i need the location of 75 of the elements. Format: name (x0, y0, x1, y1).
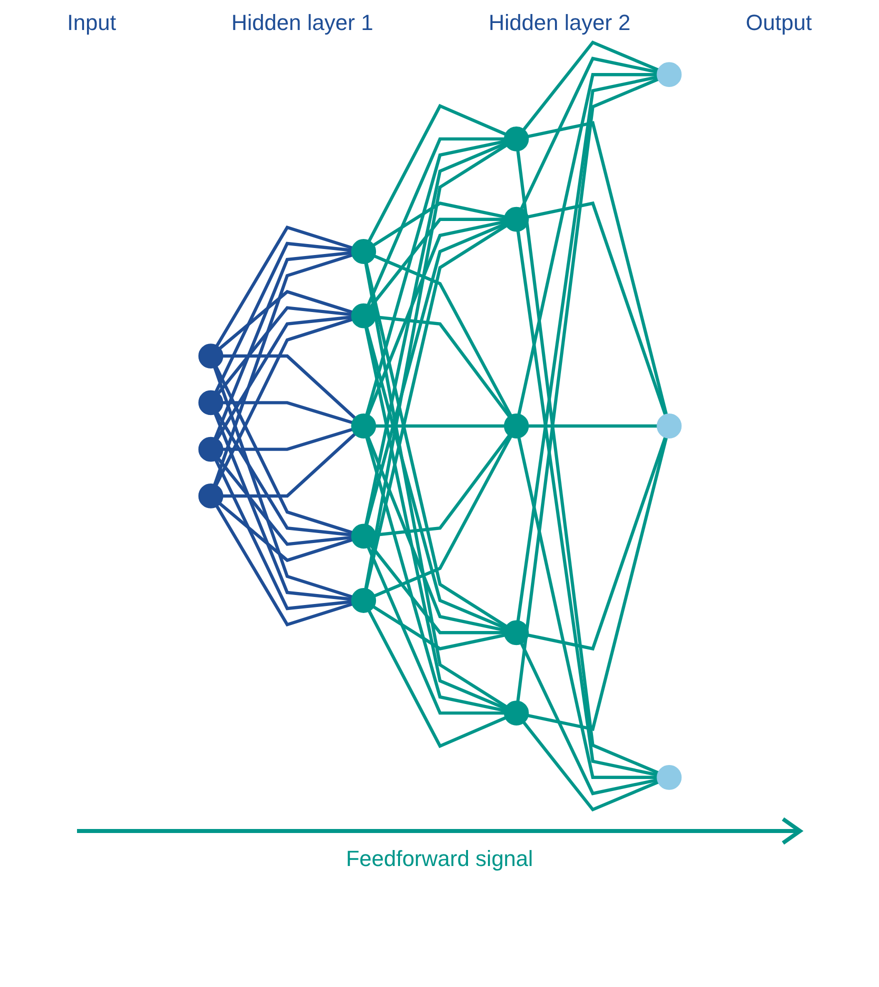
connector (212, 366, 352, 598)
connector (527, 436, 666, 651)
node-circle (350, 303, 376, 328)
connector (364, 327, 506, 710)
connector (375, 424, 504, 428)
connector (366, 220, 504, 416)
connector (218, 502, 352, 562)
node-circle (503, 414, 528, 438)
connector (364, 327, 506, 630)
connector (366, 546, 504, 715)
connector (372, 202, 504, 246)
connector (222, 401, 352, 424)
node-circle (503, 126, 528, 152)
connector (215, 316, 352, 440)
connector (369, 218, 504, 308)
node-circle (350, 588, 376, 613)
connector (367, 104, 506, 242)
connector (522, 722, 658, 812)
connector (374, 436, 512, 598)
connector (367, 610, 506, 748)
connector (364, 224, 507, 590)
node-circle (503, 206, 528, 232)
connector (364, 222, 506, 525)
node-circle (350, 414, 376, 438)
node-circle (198, 484, 223, 508)
connector (364, 263, 507, 708)
connector (222, 432, 356, 498)
connector (212, 254, 352, 486)
connector (215, 412, 352, 536)
node-circle (350, 239, 376, 264)
node-circle (350, 524, 376, 549)
connector (364, 142, 506, 525)
connector (213, 251, 352, 439)
connector (215, 225, 352, 346)
connector (528, 424, 657, 428)
connector (214, 460, 352, 610)
direction-caption: Feedforward signal (346, 846, 534, 872)
connector (527, 201, 666, 416)
connector (214, 318, 352, 486)
connector (366, 137, 504, 306)
layer-label: Input (67, 10, 116, 36)
connector (527, 437, 668, 732)
node-circle (198, 436, 223, 462)
connector (214, 366, 352, 534)
connector (364, 144, 507, 589)
connector (369, 544, 504, 634)
node-circle (656, 764, 682, 790)
connector (216, 306, 352, 394)
connector (520, 56, 658, 210)
node-circle (198, 390, 223, 416)
connector (215, 506, 352, 627)
connector (214, 242, 352, 392)
connector (366, 436, 504, 632)
node-circle (656, 414, 682, 438)
connector (364, 140, 504, 415)
connector (222, 428, 352, 451)
connector (372, 606, 504, 650)
layer-label: Hidden layer 1 (231, 10, 374, 36)
connector (222, 354, 356, 420)
connector (522, 40, 658, 130)
connector (520, 642, 658, 796)
connector (516, 437, 657, 779)
layer-label: Hidden layer 2 (488, 10, 630, 36)
connector (213, 413, 352, 601)
node-circle (656, 62, 682, 88)
node-circle (503, 700, 528, 726)
layer-label: Output (746, 10, 812, 36)
connector (364, 437, 504, 712)
connector (216, 458, 352, 546)
connector (374, 254, 512, 416)
node-circle (198, 344, 223, 368)
node-circle (503, 620, 528, 646)
connector (516, 73, 657, 415)
connector (527, 120, 668, 415)
connector (218, 290, 352, 350)
